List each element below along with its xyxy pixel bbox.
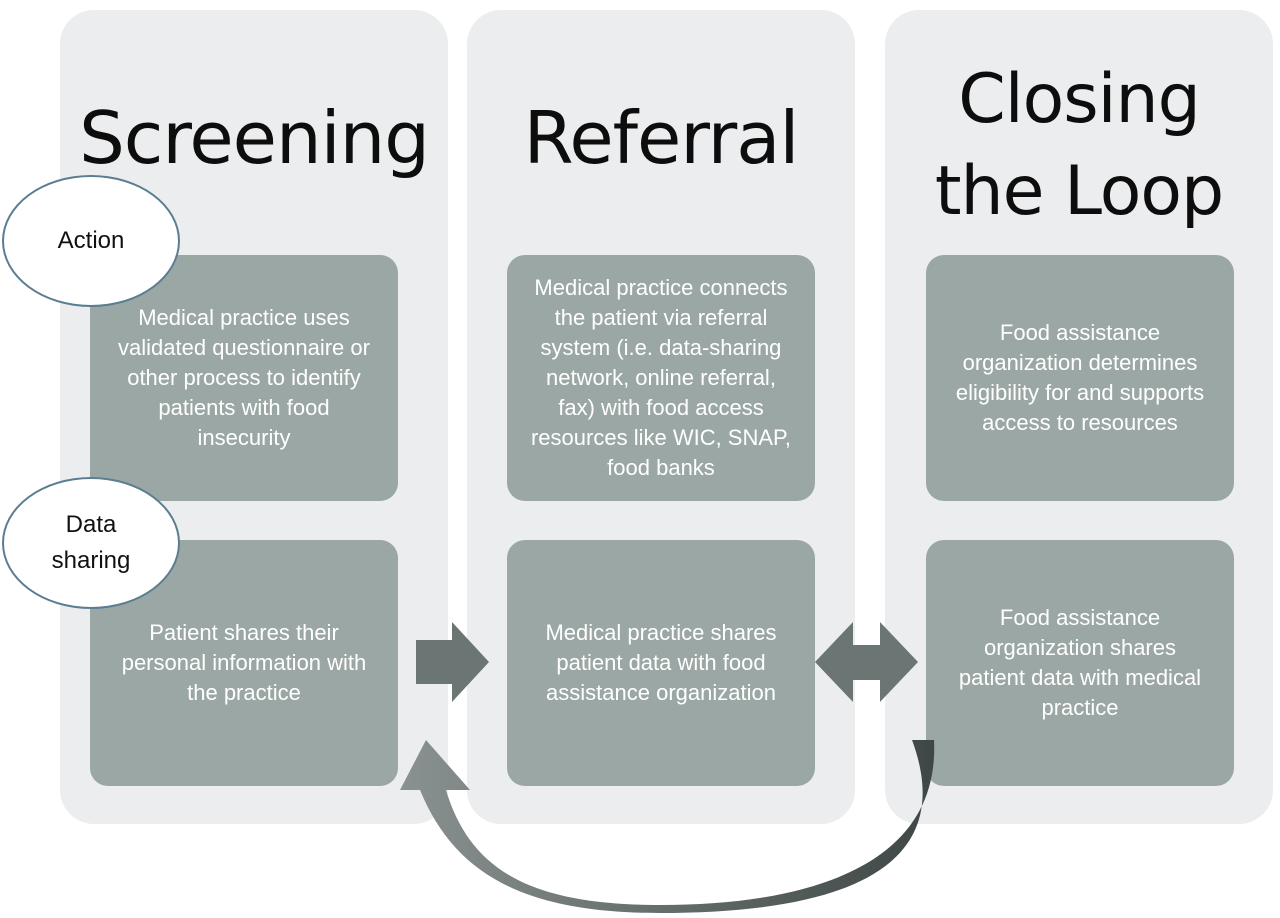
screening-action-box: Medical practice uses validated question… (90, 255, 398, 501)
referral-sharing-box: Medical practice shares patient data wit… (507, 540, 815, 786)
referral-action-box: Medical practice connects the patient vi… (507, 255, 815, 501)
referral-column: Referral Medical practice connects the p… (467, 10, 855, 824)
data-sharing-row-label: Data sharing (2, 477, 180, 609)
action-row-label: Action (2, 175, 180, 307)
double-arrow-icon (815, 622, 918, 702)
right-arrow-icon (416, 622, 489, 702)
closing-loop-action-box: Food assistance organization determines … (926, 255, 1234, 501)
referral-title: Referral (523, 96, 800, 180)
closing-loop-column: Closing the Loop Food assistance organiz… (885, 10, 1273, 824)
curved-return-arrow-icon (400, 740, 935, 913)
closing-loop-title: Closing the Loop (934, 60, 1224, 231)
screening-title: Screening (79, 96, 430, 180)
closing-loop-sharing-box: Food assistance organization shares pati… (926, 540, 1234, 786)
screening-column: Screening Medical practice uses validate… (60, 10, 448, 824)
